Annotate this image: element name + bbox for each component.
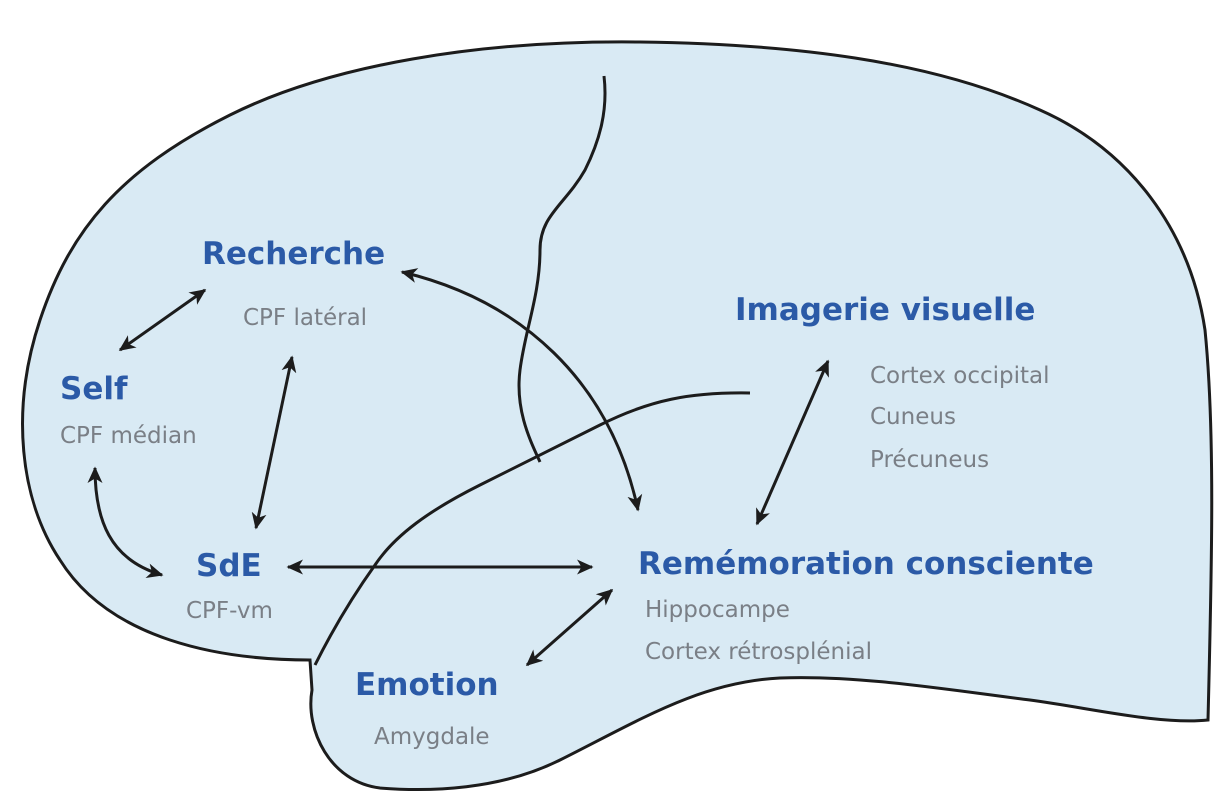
arrow-self-recherche [118, 288, 207, 352]
arrow-recherche-rememoration [400, 268, 643, 512]
arrow-imagerie-rememoration [755, 359, 830, 526]
node-imagerie-region-3: Précuneus [870, 447, 990, 473]
node-sde-region: CPF-vm [186, 598, 273, 624]
arrow-self-sde [87, 466, 164, 579]
node-emotion-region: Amygdale [374, 724, 490, 750]
arrows-layer [87, 268, 830, 667]
node-self-title: Self [60, 371, 128, 407]
node-rememoration-title: Remémoration consciente [638, 546, 1094, 582]
node-imagerie-region-2: Cuneus [870, 404, 956, 430]
node-rememoration-region-1: Hippocampe [645, 597, 790, 623]
node-recherche-region: CPF latéral [243, 305, 368, 331]
node-rememoration-region-2: Cortex rétrosplénial [645, 639, 872, 665]
node-recherche-title: Recherche [202, 236, 386, 272]
arrow-emotion-rememoration [525, 588, 614, 667]
node-sde-title: SdE [196, 548, 262, 584]
node-imagerie-region-1: Cortex occipital [870, 363, 1050, 389]
node-imagerie-title: Imagerie visuelle [735, 292, 1036, 328]
node-emotion-title: Emotion [355, 667, 499, 703]
node-self-region: CPF médian [60, 423, 197, 449]
arrow-recherche-sde [251, 355, 297, 530]
